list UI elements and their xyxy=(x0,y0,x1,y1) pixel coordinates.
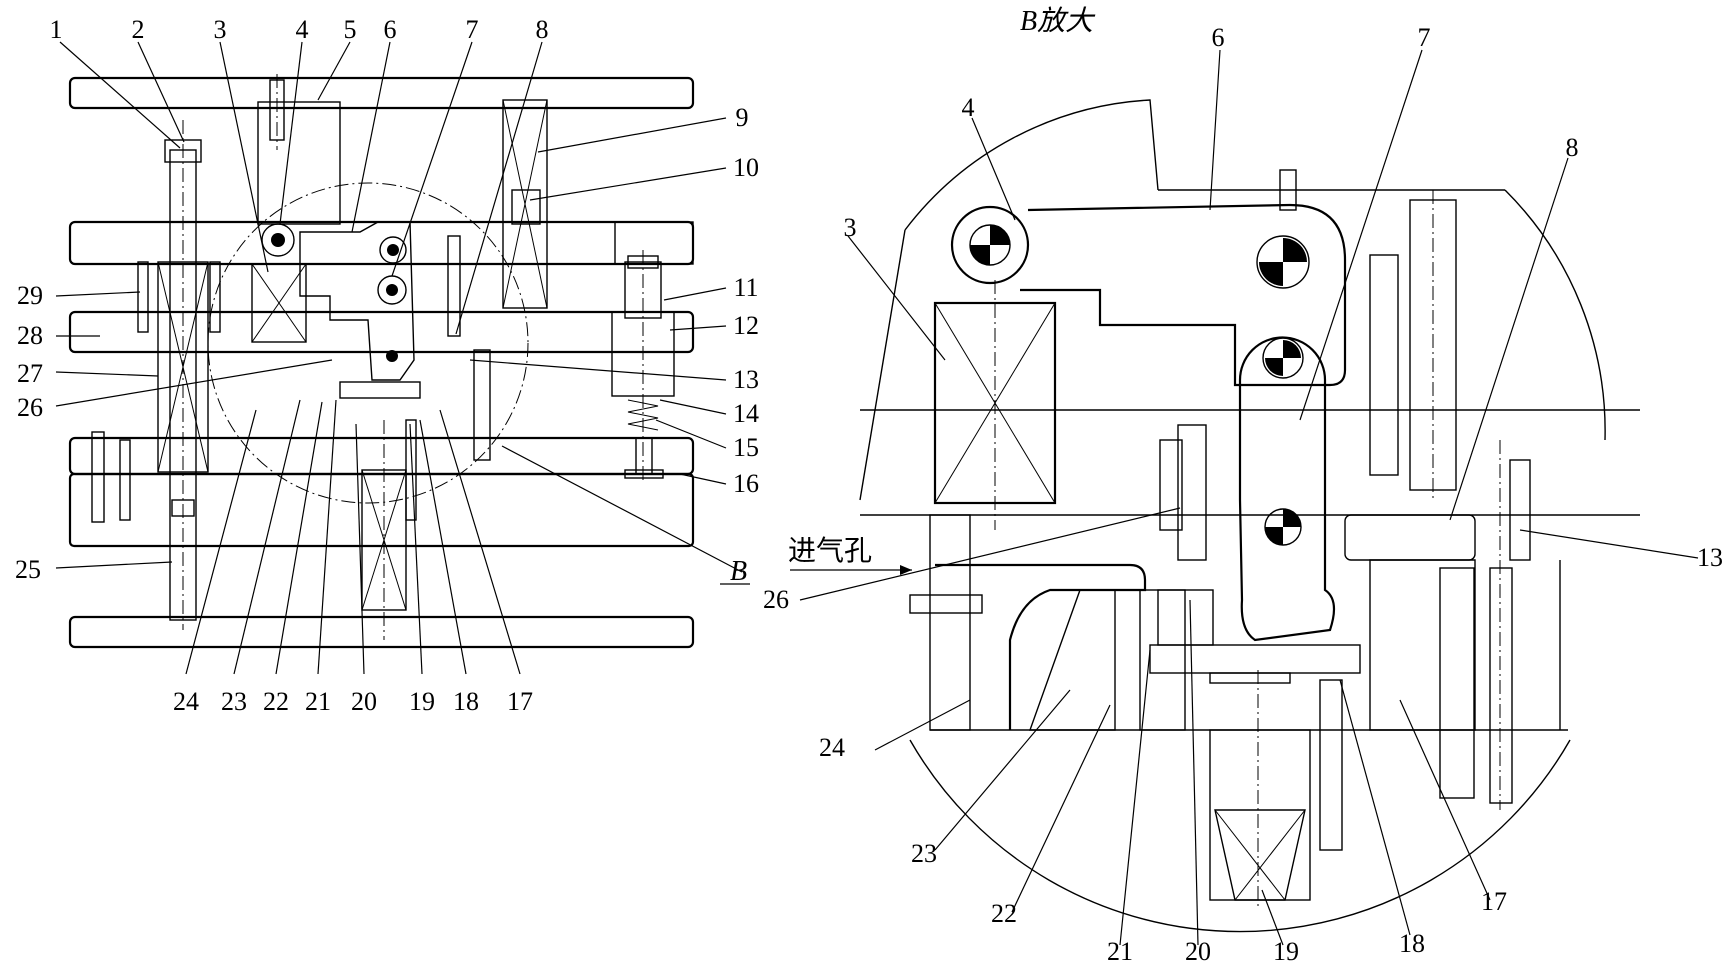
callout-7: 7 xyxy=(466,15,479,44)
detail-leaders xyxy=(799,49,1699,946)
detail-callout-21: 21 xyxy=(1107,937,1133,966)
callout-2: 2 xyxy=(132,15,145,44)
detail-callout-17: 17 xyxy=(1481,887,1507,916)
detail-callout-20: 20 xyxy=(1185,937,1211,966)
detail-pin-18 xyxy=(1319,679,1343,851)
callout-27: 27 xyxy=(17,359,43,388)
spring-15 xyxy=(627,399,659,431)
callout-3: 3 xyxy=(214,15,227,44)
detail-callout-3: 3 xyxy=(844,213,857,242)
detail-arc-bottom xyxy=(909,739,1571,933)
spring-27 xyxy=(157,261,209,473)
callout-11: 11 xyxy=(733,273,758,302)
block-5 xyxy=(257,101,341,225)
detail-block-8 xyxy=(1344,514,1476,561)
lower-die-plate xyxy=(68,436,695,476)
lower-base-plate xyxy=(68,472,695,548)
left-callouts: 1 2 3 4 5 6 7 8 9 10 11 12 13 14 15 16 1… xyxy=(15,15,759,716)
detail-callout-8: 8 xyxy=(1566,133,1579,162)
detail-part-24 xyxy=(929,514,971,731)
callout-16: 16 xyxy=(733,469,759,498)
callout-12: 12 xyxy=(733,311,759,340)
callout-28: 28 xyxy=(17,321,43,350)
bolt-29 xyxy=(137,261,149,333)
detail-marker-b: B xyxy=(730,556,747,587)
callout-19: 19 xyxy=(409,687,435,716)
left-leaders xyxy=(55,41,743,675)
detail-callout-19: 19 xyxy=(1273,937,1299,966)
callout-29: 29 xyxy=(17,281,43,310)
detail-callout-13: 13 xyxy=(1697,543,1723,572)
detail-callout-23: 23 xyxy=(911,839,937,868)
detail-lever-7 xyxy=(1238,336,1336,642)
callout-8: 8 xyxy=(536,15,549,44)
callout-15: 15 xyxy=(733,433,759,462)
callout-22: 22 xyxy=(263,687,289,716)
bolt-10 xyxy=(511,189,541,225)
detail-circle-b xyxy=(207,182,529,504)
detail-callout-7: 7 xyxy=(1418,23,1431,52)
detail-link-6 xyxy=(1020,203,1347,387)
stripper-plate xyxy=(68,310,695,354)
callout-20: 20 xyxy=(351,687,377,716)
callout-1: 1 xyxy=(50,15,63,44)
detail-arc-top xyxy=(904,99,1159,231)
callout-24: 24 xyxy=(173,687,199,716)
detail-title: B放大 xyxy=(1020,6,1096,37)
callout-6: 6 xyxy=(384,15,397,44)
detail-callout-6: 6 xyxy=(1212,23,1225,52)
inlet-label: 进气孔 xyxy=(788,535,872,567)
callout-13: 13 xyxy=(733,365,759,394)
callout-23: 23 xyxy=(221,687,247,716)
left-assembly-view xyxy=(68,74,695,649)
callout-14: 14 xyxy=(733,399,759,428)
callout-18: 18 xyxy=(453,687,479,716)
detail-view xyxy=(859,99,1640,933)
cylinder-3 xyxy=(251,263,307,343)
detail-callout-22: 22 xyxy=(991,899,1017,928)
detail-wedge-23 xyxy=(1029,589,1116,731)
callout-25: 25 xyxy=(15,555,41,584)
detail-ejector-19 xyxy=(1209,729,1311,901)
detail-callout-26: 26 xyxy=(763,585,789,614)
callout-10: 10 xyxy=(733,153,759,182)
pivot-4 xyxy=(261,223,295,257)
top-plate xyxy=(68,76,695,110)
callout-26: 26 xyxy=(17,393,43,422)
callout-5: 5 xyxy=(344,15,357,44)
callout-17: 17 xyxy=(507,687,533,716)
callout-9: 9 xyxy=(736,103,749,132)
callout-4: 4 xyxy=(296,15,309,44)
lever-6-7 xyxy=(299,221,415,381)
detail-callout-18: 18 xyxy=(1399,929,1425,958)
detail-callouts: 3 4 6 7 8 13 17 18 19 20 21 22 23 24 26 xyxy=(763,23,1723,966)
bottom-plate xyxy=(68,615,695,649)
callout-21: 21 xyxy=(305,687,331,716)
detail-pivot-4 xyxy=(950,205,1030,285)
detail-callout-4: 4 xyxy=(962,93,975,122)
detail-callout-24: 24 xyxy=(819,733,845,762)
detail-block-17 xyxy=(1369,559,1476,731)
